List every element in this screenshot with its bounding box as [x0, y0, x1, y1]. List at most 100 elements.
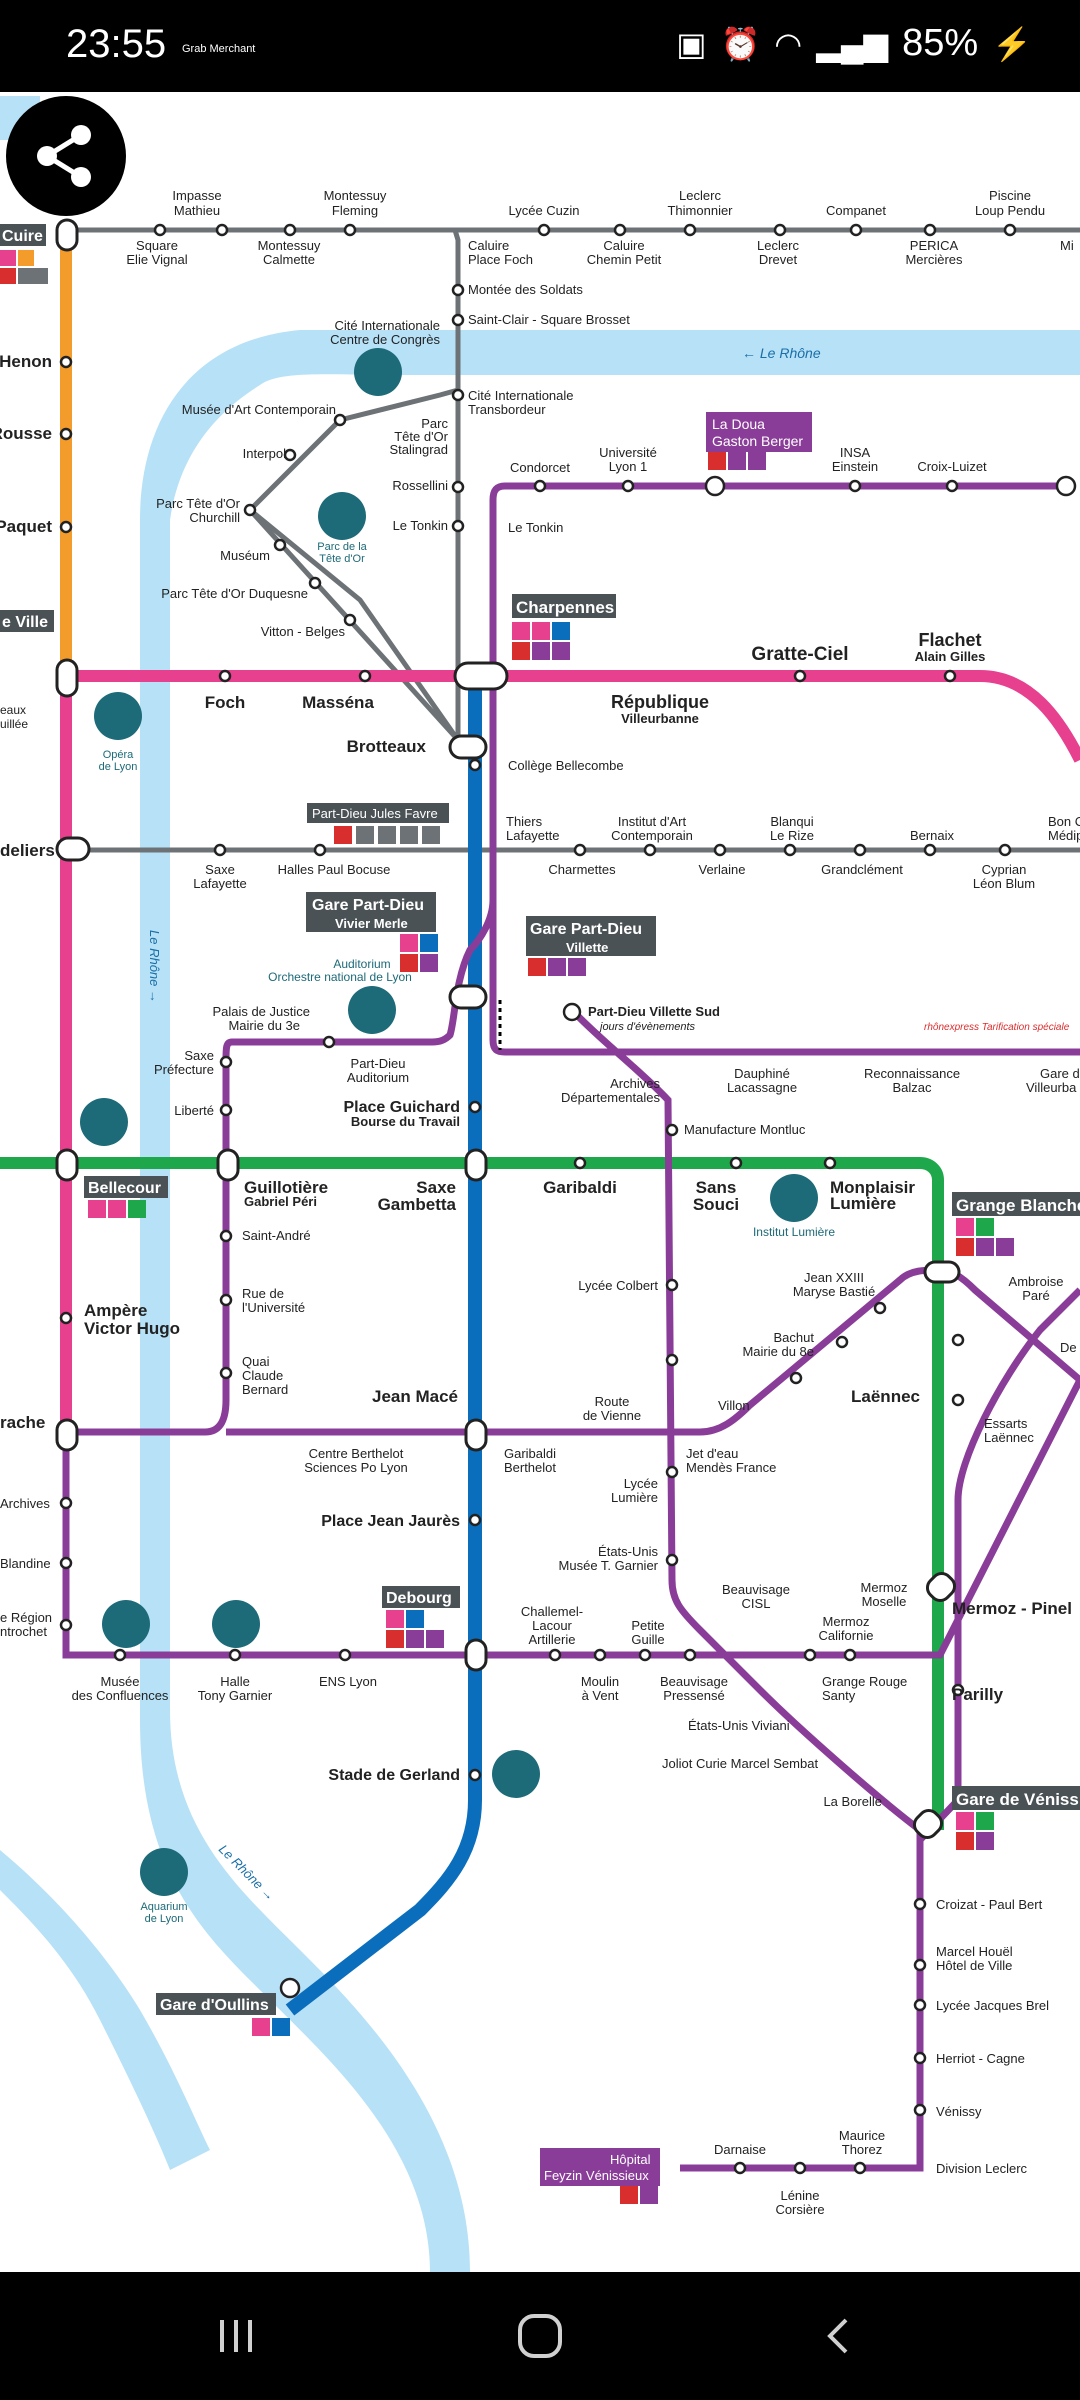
- hub-grange-blanche: Grange Blanche: [956, 1196, 1080, 1215]
- station-label-essarts: Laënnec: [984, 1430, 1034, 1445]
- station-label-saxe-gambetta: Gambetta: [378, 1195, 457, 1214]
- station-label-garibaldi: Garibaldi: [543, 1178, 617, 1197]
- hub-gare-part-dieu-vm: Gare Part-Dieu: [312, 897, 424, 914]
- station-label-jean-mace: Jean Macé: [372, 1387, 458, 1406]
- station-marker-debourg: [464, 1638, 488, 1672]
- station-dots[interactable]: [59, 223, 1077, 2175]
- station-label-saxe-lafayette: Lafayette: [193, 876, 247, 891]
- station-label-lycee-cuzin: Lycée Cuzin: [508, 203, 579, 218]
- station-label-massena: Masséna: [302, 693, 374, 712]
- hub-gaston-berger: Gaston Berger: [712, 433, 803, 449]
- station-label-brotteaux: Brotteaux: [347, 737, 427, 756]
- station-label-essarts: Essarts: [984, 1416, 1028, 1431]
- station-label-bernaix: Bernaix: [910, 828, 955, 843]
- station-label-part-dieu-auditorium: Auditorium: [347, 1070, 409, 1085]
- station-label-le-tonkin-1: Le Tonkin: [393, 518, 448, 533]
- station-label-insa-einstein: INSA: [840, 445, 871, 460]
- station-label-saxe-gambetta: Saxe: [416, 1178, 456, 1197]
- station-label-beauvisage-pressense: Pressensé: [663, 1688, 724, 1703]
- station-label-liberte: Liberté: [174, 1103, 214, 1118]
- landmark-icons: [80, 348, 818, 1896]
- halle-tony-garnier-icon: [212, 1600, 260, 1648]
- station-label-montessuy-calmette: Montessuy: [258, 238, 321, 253]
- station-label-piscine-loup-pendu: Piscine: [989, 188, 1031, 203]
- station-label-musee-confluences: Musée: [100, 1674, 139, 1689]
- station-label-croix-luizet: Croix-Luizet: [917, 459, 987, 474]
- station-label-parc-tete-or-stalingrad: Tête d'Or: [394, 429, 448, 444]
- hub-debourg: Debourg: [386, 1590, 452, 1607]
- station-label-flachet: Flachet: [918, 630, 981, 650]
- station-label-saint-clair: Saint-Clair - Square Brosset: [468, 312, 630, 327]
- station-label-montessuy-fleming: Fleming: [332, 203, 378, 218]
- station-marker-cordeliers: [55, 836, 91, 862]
- station-label-insa-einstein: Einstein: [832, 459, 878, 474]
- station-label-centre-berthelot: Centre Berthelot: [309, 1446, 404, 1461]
- metro-map-svg[interactable]: ← Le Rhône Le Rhône → Le Rhône → rhônexp…: [0, 92, 1080, 2272]
- station-label-leclerc-drevet: Leclerc: [757, 238, 799, 253]
- hub-la-doua: La Doua: [712, 416, 765, 432]
- back-icon: [827, 2318, 848, 2354]
- station-label-palais-justice: Mairie du 3e: [228, 1018, 300, 1033]
- station-label-challemel: Lacour: [532, 1618, 572, 1633]
- station-label-universite-lyon1: Université: [599, 445, 657, 460]
- station-label-gare-villeurbanne: Gare d: [1040, 1066, 1080, 1081]
- station-label-jean-xxiii: Maryse Bastié: [793, 1284, 875, 1299]
- station-marker-grange-blanche: [923, 1260, 961, 1284]
- station-label-saxe-lafayette: Saxe: [205, 862, 235, 877]
- metro-map[interactable]: ← Le Rhône Le Rhône → Le Rhône → rhônexp…: [0, 92, 1080, 2272]
- station-label-croizat: Croizat - Paul Bert: [936, 1897, 1043, 1912]
- back-button[interactable]: [800, 2296, 880, 2376]
- hub-gare-de-venissieux: Gare de Vénissieux: [956, 1790, 1080, 1809]
- station-label-archives-dep: Archives: [610, 1076, 660, 1091]
- share-button[interactable]: [6, 96, 126, 216]
- station-marker-mermoz-pinel: [925, 1571, 957, 1603]
- station-label-lenine: Corsière: [775, 2202, 824, 2217]
- station-label-halle-tony-garnier: Tony Garnier: [198, 1688, 273, 1703]
- station-label-republique: République: [611, 692, 709, 712]
- station-label-halles-paul-bocuse: Halles Paul Bocuse: [278, 862, 391, 877]
- station-label-rossellini: Rossellini: [392, 478, 448, 493]
- station-label-dauphine: Dauphiné: [734, 1066, 790, 1081]
- battery-charging-icon: ⚡: [992, 25, 1032, 62]
- recent-apps-button[interactable]: [196, 2296, 276, 2376]
- alarm-icon: ⏰: [720, 25, 761, 62]
- station-label-beauvisage-cisl: Beauvisage: [722, 1582, 790, 1597]
- institut-lumiere-icon: [770, 1174, 818, 1222]
- station-label-quai-claude-bernard: Bernard: [242, 1382, 288, 1397]
- station-label-moulin-a-vent: Moulin: [581, 1674, 619, 1689]
- station-label-de: De: [1060, 1340, 1077, 1355]
- station-label-parc-de-la-tete-dor: Parc de la: [317, 541, 367, 553]
- station-label-mermoz-moselle: Mermoz: [861, 1580, 908, 1595]
- station-label-blanqui: Blanqui: [770, 814, 813, 829]
- station-label-republique: Villeurbanne: [621, 711, 699, 726]
- navigation-bar: [0, 2272, 1080, 2400]
- river-label-2: Le Rhône →: [147, 930, 162, 1003]
- hub-villette: Villette: [566, 940, 608, 955]
- station-label-jet-deau: Mendès France: [686, 1460, 776, 1475]
- station-label-flachet: Alain Gilles: [915, 649, 986, 664]
- status-time: 23:55: [66, 22, 167, 66]
- home-button[interactable]: [500, 2296, 580, 2376]
- station-label-charmettes: Charmettes: [548, 862, 616, 877]
- hub-part-dieu-jules-favre: Part-Dieu Jules Favre: [312, 806, 438, 821]
- station-label-aquarium: de Lyon: [145, 1913, 184, 1925]
- station-label-rousse: Rousse: [0, 424, 52, 443]
- station-label-place-guichard: Bourse du Travail: [351, 1114, 460, 1129]
- station-label-cite-int-transbordeur: Transbordeur: [468, 402, 546, 417]
- station-label-monplaisir: Monplaisir: [830, 1178, 915, 1197]
- station-label-joliot-curie: Joliot Curie Marcel Sembat: [662, 1756, 818, 1771]
- station-label-condorcet: Condorcet: [510, 460, 570, 475]
- station-label-le-tonkin-2: Le Tonkin: [508, 520, 563, 535]
- hub-vivier-merle: Vivier Merle: [335, 916, 408, 931]
- station-label-jet-deau: Jet d'eau: [686, 1446, 738, 1461]
- station-label-square-elie-vignal: Elie Vignal: [126, 252, 187, 267]
- station-label-impasse-mathieu: Impasse: [172, 188, 221, 203]
- home-icon: [518, 2314, 562, 2358]
- hub-hotel-de-ville: e Ville: [2, 614, 48, 631]
- station-label-foch: Foch: [205, 693, 246, 712]
- station-label-reconnaissance: Reconnaissance: [864, 1066, 960, 1081]
- station-label-ampere: Victor Hugo: [84, 1319, 180, 1338]
- station-label-guillotiere: Gabriel Péri: [244, 1194, 317, 1209]
- interchange-markers[interactable]: [55, 218, 961, 1842]
- station-label-caluire-chemin-petit: Caluire: [603, 238, 644, 253]
